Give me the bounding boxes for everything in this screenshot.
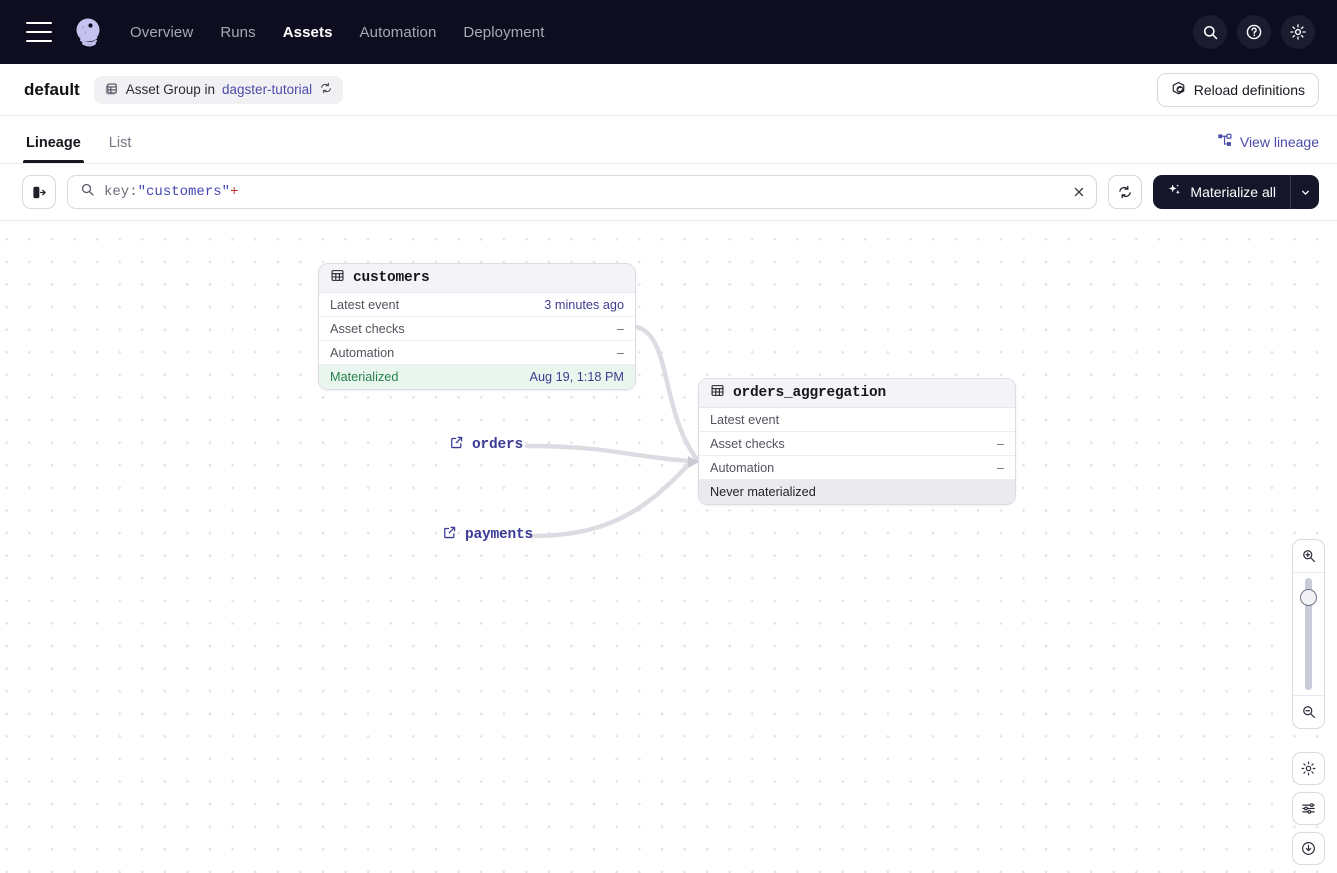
- nav-link-automation[interactable]: Automation: [359, 23, 437, 41]
- asset-node-title: orders_aggregation: [733, 385, 887, 401]
- view-lineage-link[interactable]: View lineage: [1217, 133, 1319, 163]
- zoom-slider[interactable]: [1293, 572, 1324, 696]
- gear-icon-button[interactable]: [1281, 15, 1315, 49]
- graph-edges: [524, 324, 701, 539]
- edge-orders-to-orders-aggregation: [524, 443, 693, 464]
- dagster-logo[interactable]: [68, 12, 108, 52]
- status-badge: Never materialized: [710, 485, 816, 499]
- graph-settings-icon-button[interactable]: [1292, 752, 1325, 785]
- asset-node-row-latest-event: Latest event 3 minutes ago: [319, 293, 635, 317]
- search-icon: [80, 182, 95, 202]
- asset-node-row-never-materialized: Never materialized: [699, 480, 1015, 504]
- table-icon: [330, 268, 345, 288]
- help-icon-button[interactable]: [1237, 15, 1271, 49]
- nav-link-overview[interactable]: Overview: [130, 23, 194, 41]
- asset-group-repo-link[interactable]: dagster-tutorial: [222, 82, 313, 97]
- asset-node-row-materialized: Materialized Aug 19, 1:18 PM: [319, 365, 635, 389]
- asset-node-row-asset-checks: Asset checks –: [699, 432, 1015, 456]
- search-icon-button[interactable]: [1193, 15, 1227, 49]
- row-value: –: [616, 345, 624, 360]
- row-label: Automation: [330, 345, 395, 360]
- view-lineage-label: View lineage: [1239, 134, 1319, 150]
- zoom-out-icon-button[interactable]: [1293, 696, 1324, 728]
- asset-node-row-automation: Automation –: [319, 341, 635, 365]
- external-asset-label: orders: [472, 437, 524, 453]
- lineage-graph-icon: [1217, 133, 1233, 151]
- row-label: Asset checks: [710, 436, 785, 451]
- search-query-text: key:"customers"+: [104, 184, 238, 200]
- row-label: Automation: [710, 460, 775, 475]
- page-title: default: [24, 79, 80, 99]
- edge-payments-to-orders-aggregation: [528, 460, 693, 539]
- graph-filters-icon-button[interactable]: [1292, 792, 1325, 825]
- zoom-slider-handle[interactable]: [1300, 589, 1317, 606]
- panel-expand-icon-button[interactable]: [22, 175, 56, 209]
- asset-node-header: customers: [319, 264, 635, 293]
- external-asset-node-payments[interactable]: payments: [442, 525, 533, 545]
- lineage-graph-canvas[interactable]: customers Latest event 3 minutes ago Ass…: [0, 221, 1337, 873]
- external-link-icon: [449, 435, 464, 455]
- nav-link-runs[interactable]: Runs: [220, 23, 256, 41]
- row-value: –: [996, 436, 1004, 451]
- reload-definitions-button[interactable]: Reload definitions: [1156, 72, 1319, 107]
- primary-nav-links: Overview Runs Assets Automation Deployme…: [130, 24, 544, 41]
- row-label: Latest event: [330, 297, 400, 312]
- table-icon: [710, 383, 725, 403]
- search-token-operator: +: [230, 184, 239, 200]
- external-asset-label: payments: [465, 527, 534, 543]
- row-value: –: [996, 460, 1004, 475]
- view-tabs: Lineage List View lineage: [0, 116, 1337, 164]
- graph-toolbar: key:"customers"+: [0, 164, 1337, 221]
- edge-arrowhead: [688, 456, 699, 468]
- materialize-all-main[interactable]: Materialize all: [1153, 175, 1290, 209]
- asset-group-badge[interactable]: Asset Group in dagster-tutorial: [93, 75, 344, 104]
- search-token-string: "customers": [137, 184, 231, 200]
- asset-node-row-asset-checks: Asset checks –: [319, 317, 635, 341]
- zoom-slider-track: [1305, 578, 1312, 690]
- refresh-graph-button[interactable]: [1108, 175, 1143, 209]
- tab-list[interactable]: List: [108, 135, 132, 151]
- close-icon[interactable]: [1072, 185, 1086, 199]
- nav-link-deployment[interactable]: Deployment: [463, 23, 545, 41]
- reload-icon: [1171, 81, 1186, 99]
- external-link-icon: [442, 525, 457, 545]
- hamburger-icon[interactable]: [26, 22, 52, 42]
- refresh-icon[interactable]: [319, 81, 333, 98]
- top-navigation-bar: Overview Runs Assets Automation Deployme…: [0, 0, 1337, 64]
- row-value: –: [616, 321, 624, 336]
- asset-node-customers[interactable]: customers Latest event 3 minutes ago Ass…: [318, 263, 636, 390]
- asset-group-badge-text: Asset Group in: [125, 82, 216, 97]
- chevron-down-icon[interactable]: [1291, 175, 1319, 209]
- status-badge: Materialized: [330, 370, 399, 384]
- row-label: Asset checks: [330, 321, 405, 336]
- asset-node-orders-aggregation[interactable]: orders_aggregation Latest event Asset ch…: [698, 378, 1016, 505]
- asset-search-input[interactable]: key:"customers"+: [67, 175, 1098, 209]
- materialize-divider: [1290, 175, 1291, 209]
- nav-actions: [1193, 15, 1319, 49]
- tab-lineage[interactable]: Lineage: [23, 135, 84, 163]
- reload-definitions-label: Reload definitions: [1193, 81, 1305, 98]
- edge-customers-to-orders-aggregation: [634, 324, 701, 464]
- zoom-to-fit-icon-button[interactable]: [1292, 832, 1325, 865]
- nav-link-assets[interactable]: Assets: [282, 23, 333, 41]
- row-label: Latest event: [710, 412, 780, 427]
- asset-node-row-automation: Automation –: [699, 456, 1015, 480]
- page-subheader: default Asset Group in dagster-tutorial: [0, 64, 1337, 116]
- asset-node-title: customers: [353, 270, 430, 286]
- materialize-all-button[interactable]: Materialize all: [1153, 175, 1319, 209]
- asset-node-row-latest-event: Latest event: [699, 408, 1015, 432]
- asset-node-header: orders_aggregation: [699, 379, 1015, 408]
- zoom-control-stack: [1292, 539, 1325, 729]
- zoom-in-icon-button[interactable]: [1293, 540, 1324, 572]
- asset-group-icon: [104, 81, 119, 99]
- search-token-key: key:: [104, 184, 138, 200]
- external-asset-node-orders[interactable]: orders: [449, 435, 523, 455]
- materialize-all-label: Materialize all: [1190, 184, 1276, 200]
- row-value: 3 minutes ago: [544, 297, 624, 312]
- row-value: Aug 19, 1:18 PM: [529, 370, 624, 384]
- sparkle-icon: [1167, 183, 1182, 201]
